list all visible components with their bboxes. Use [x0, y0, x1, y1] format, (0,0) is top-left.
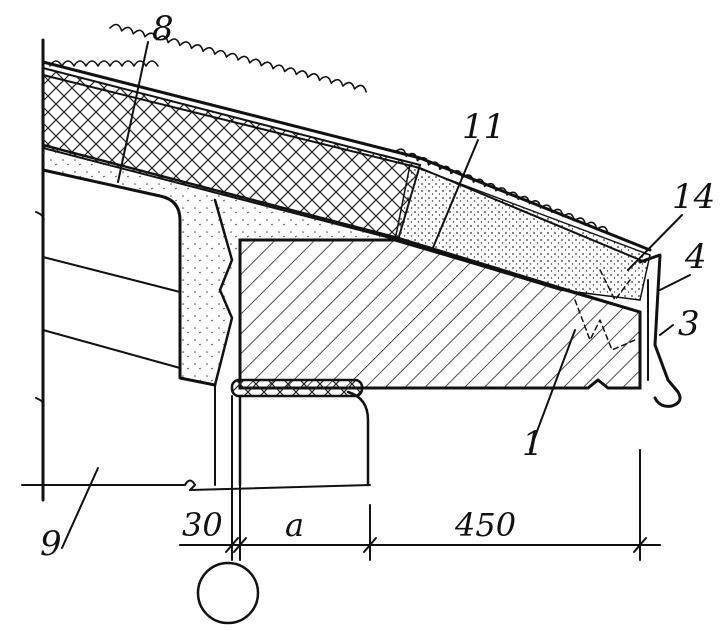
label-14: 14 [672, 177, 715, 217]
bearing-pad [214, 378, 370, 487]
gutter [638, 253, 682, 408]
label-1: 1 [522, 424, 544, 464]
dimension-line [179, 449, 661, 561]
label-3: 3 [678, 304, 700, 344]
label-11: 11 [462, 107, 505, 147]
tile-row [49, 23, 609, 235]
label-8: 8 [152, 9, 174, 49]
floor-line [21, 479, 371, 491]
label-9: 9 [40, 524, 62, 564]
concrete-infill [43, 148, 395, 385]
dimension-30: 30 [182, 506, 223, 544]
label-4: 4 [684, 237, 707, 277]
screed-layer [394, 163, 651, 301]
dimension-a: a [285, 506, 304, 544]
drain-pipe [196, 561, 260, 625]
left-panel [41, 168, 234, 387]
dimension-450: 450 [454, 506, 516, 544]
stone-fill [574, 269, 636, 351]
leader-lines [61, 41, 691, 549]
